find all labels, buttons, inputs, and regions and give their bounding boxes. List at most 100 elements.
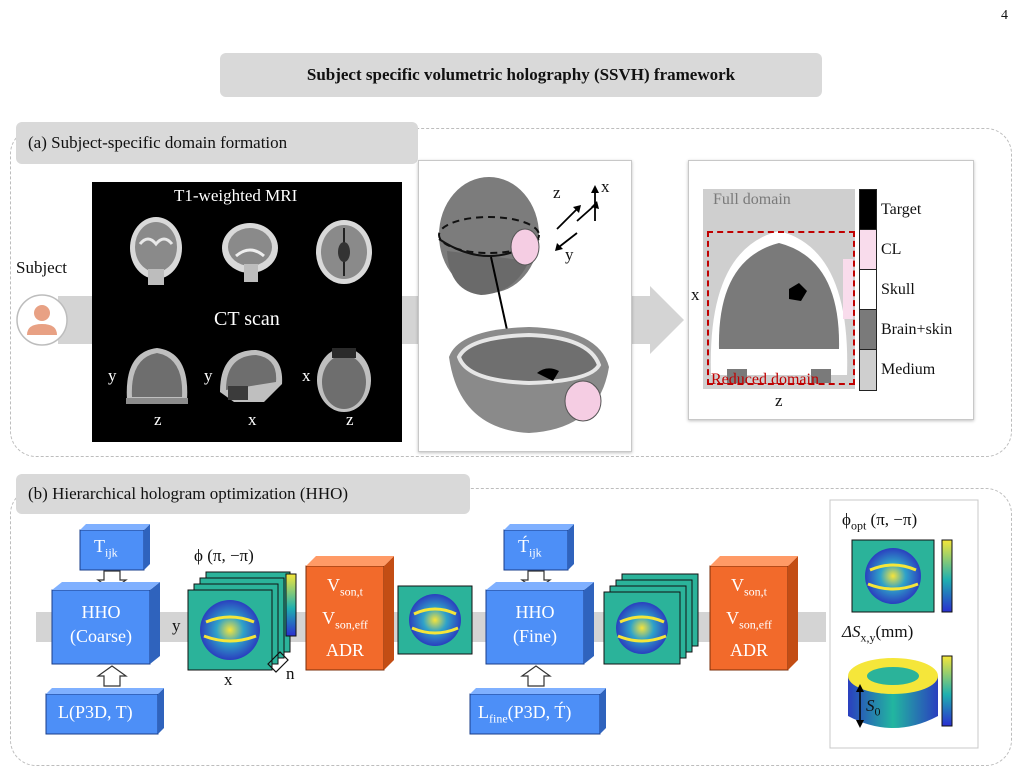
hho-fine-line2: (Fine)	[513, 626, 557, 646]
figure-title-text: Subject specific volumetric holography (…	[306, 65, 736, 84]
t-fine-input-main: T́	[518, 536, 529, 556]
s0-main: S	[866, 696, 875, 715]
ct-sagittal-image	[220, 350, 283, 402]
phi-opt-sub: opt	[850, 518, 867, 533]
metrics-2-adr: ADR	[729, 640, 768, 661]
stack-axis-n: n	[286, 664, 295, 683]
phi-opt-range: (π, −π)	[870, 510, 918, 529]
loss-fine-main: L	[478, 702, 489, 722]
optimal-phase-map	[851, 539, 935, 613]
t-fine-input-box	[503, 524, 574, 571]
head-model-panel: z x y	[418, 160, 632, 452]
section-b-label-text: (b) Hierarchical hologram optimization (…	[28, 484, 349, 503]
loss-fine-args: (P3D, T́)	[507, 702, 572, 722]
ct2-axis-vertical: y	[204, 366, 213, 385]
legend-label-skull: Skull	[881, 281, 915, 298]
delta-s-sub: x,y	[860, 630, 876, 645]
t-input-main: T	[94, 536, 105, 556]
mri-ct-panel: T1-weighted MRI CT scan y z y x x z	[92, 182, 402, 442]
hho-coarse-box	[51, 582, 160, 665]
ct1-axis-vertical: y	[108, 366, 117, 385]
metrics-1-text: Vson,t Vson,eff ADR	[306, 572, 384, 663]
phi-label: ϕ (π, −π)	[194, 546, 254, 565]
ct3-axis-vertical: x	[302, 366, 311, 385]
head-axis-z: z	[553, 183, 561, 202]
legend-label-medium: Medium	[881, 361, 936, 378]
ct-axial-image	[317, 348, 371, 412]
reduced-domain-box	[707, 231, 855, 385]
section-a-flow-arrowhead	[650, 286, 684, 354]
metrics-box-2	[709, 556, 798, 671]
metrics-2-text: Vson,t Vson,eff ADR	[710, 572, 788, 663]
s0-label: S0	[866, 696, 881, 719]
figure-title: Subject specific volumetric holography (…	[220, 53, 822, 97]
ct-title: CT scan	[214, 308, 280, 330]
ct-coronal-image	[126, 348, 188, 404]
mri-coronal-image	[130, 217, 182, 285]
t-fine-input-label: T́ijk	[518, 536, 542, 561]
page-number: 4	[1001, 8, 1008, 23]
delta-s-label: ΔSx,y(mm)	[842, 622, 913, 645]
head-axis-y: y	[565, 245, 574, 264]
hho-fine-box	[485, 582, 594, 665]
mri-title: T1-weighted MRI	[174, 186, 298, 205]
t-input-box	[79, 524, 150, 571]
optimal-phase-colorbar	[941, 539, 953, 613]
head-axis-x: x	[601, 177, 610, 196]
metrics-1-v1: V	[326, 575, 340, 595]
hho-coarse-line2: (Coarse)	[70, 626, 132, 646]
subject-label: Subject	[16, 258, 67, 277]
legend-swatch-medium	[859, 349, 877, 391]
displacement-colorbar	[941, 655, 953, 727]
subject-avatar-icon	[16, 294, 68, 346]
head-model-image	[438, 177, 609, 433]
loss-to-hho-arrow	[96, 665, 128, 687]
loss-coarse-label: L(P3D, T)	[58, 702, 133, 722]
section-a-frame	[10, 128, 1012, 457]
s0-sub: 0	[874, 704, 881, 719]
section-a-label: (a) Subject-specific domain formation	[16, 122, 418, 164]
metrics-1-v2-sub: son,eff	[335, 617, 368, 632]
metrics-box-1	[305, 556, 394, 671]
t-input-sub: ijk	[105, 545, 118, 560]
hho-coarse-label: HHO (Coarse)	[52, 600, 150, 648]
metrics-2-v1-sub: son,t	[743, 584, 767, 599]
domain-axis-z: z	[775, 391, 783, 410]
ct1-axis-horizontal: z	[154, 410, 162, 429]
section-b-label: (b) Hierarchical hologram optimization (…	[16, 474, 470, 514]
phi-opt-main: ϕ	[842, 510, 851, 529]
hho-fine-label: HHO (Fine)	[486, 600, 584, 648]
stack-axis-x: x	[224, 670, 233, 689]
loss-fine-to-hho-arrow	[520, 665, 552, 687]
ct2-axis-horizontal: x	[248, 410, 257, 429]
loss-fine-sub: fine	[489, 711, 508, 726]
legend-label-brain-skin: Brain+skin	[881, 321, 953, 338]
intermediate-phase-map	[397, 585, 473, 655]
loss-coarse-box	[45, 688, 164, 735]
metrics-2-v1: V	[730, 575, 744, 595]
legend-label-cl: CL	[881, 241, 902, 258]
legend-label-target: Target	[881, 201, 922, 218]
domain-slice-image	[710, 231, 853, 383]
t-input-label: Tijk	[94, 536, 118, 561]
metrics-1-adr: ADR	[325, 640, 364, 661]
mri-axial-image	[316, 220, 372, 284]
reduced-domain-label: Reduced domain	[711, 371, 819, 388]
phase-colorbar	[285, 573, 297, 637]
hho-coarse-line1: HHO	[81, 602, 121, 622]
full-domain-label: Full domain	[713, 191, 791, 208]
ct3-axis-horizontal: z	[346, 410, 354, 429]
metrics-1-v1-sub: son,t	[339, 584, 363, 599]
phase-map-stack	[187, 571, 291, 671]
mri-sagittal-image	[222, 223, 278, 282]
metrics-2-v2-sub: son,eff	[739, 617, 772, 632]
metrics-1-v2: V	[322, 607, 336, 628]
section-a-label-text: (a) Subject-specific domain formation	[28, 133, 288, 152]
delta-s-main: ΔS	[842, 622, 861, 641]
stack-axis-y: y	[172, 616, 181, 635]
loss-fine-label: Lfine(P3D, T́)	[478, 702, 571, 727]
domain-axis-x: x	[691, 285, 700, 304]
phi-opt-label: ϕopt (π, −π)	[842, 510, 917, 533]
stack-depth-bracket	[267, 651, 289, 673]
